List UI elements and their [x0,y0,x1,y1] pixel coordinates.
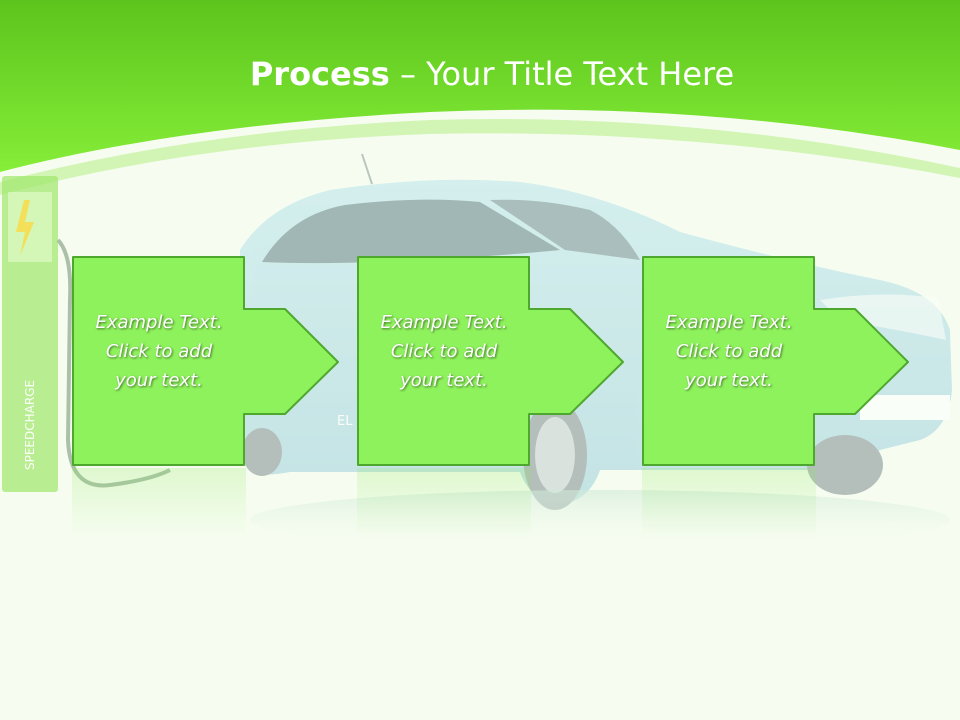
step-text-1[interactable]: Example Text. Click to add your text. [95,312,223,391]
car-badge-text: EL [337,414,353,429]
process-step-2[interactable]: Example Text. Click to add your text. [357,256,697,466]
process-step-1[interactable]: Example Text. Click to add your text. [72,256,412,466]
slide-title[interactable]: Process – Your Title Text Here [0,52,960,96]
arrow-shape-3 [642,256,909,466]
process-step-3[interactable]: Example Text. Click to add your text. [642,256,960,466]
title-bold: Process [249,55,390,93]
lightning-icon [16,200,34,256]
charger-label: SPEEDCHARGE [23,380,37,470]
charging-station: SPEEDCHARGE [2,176,171,492]
step-text-3[interactable]: Example Text. Click to add your text. [665,312,793,391]
arrow-shape-1 [72,256,339,466]
step-text-2[interactable]: Example Text. Click to add your text. [380,312,508,391]
step-reflection-2 [357,468,531,538]
step-reflection-1 [72,468,246,538]
arrow-shape-2 [357,256,624,466]
title-rest: – Your Title Text Here [389,55,735,93]
step-reflection-3 [642,468,816,538]
